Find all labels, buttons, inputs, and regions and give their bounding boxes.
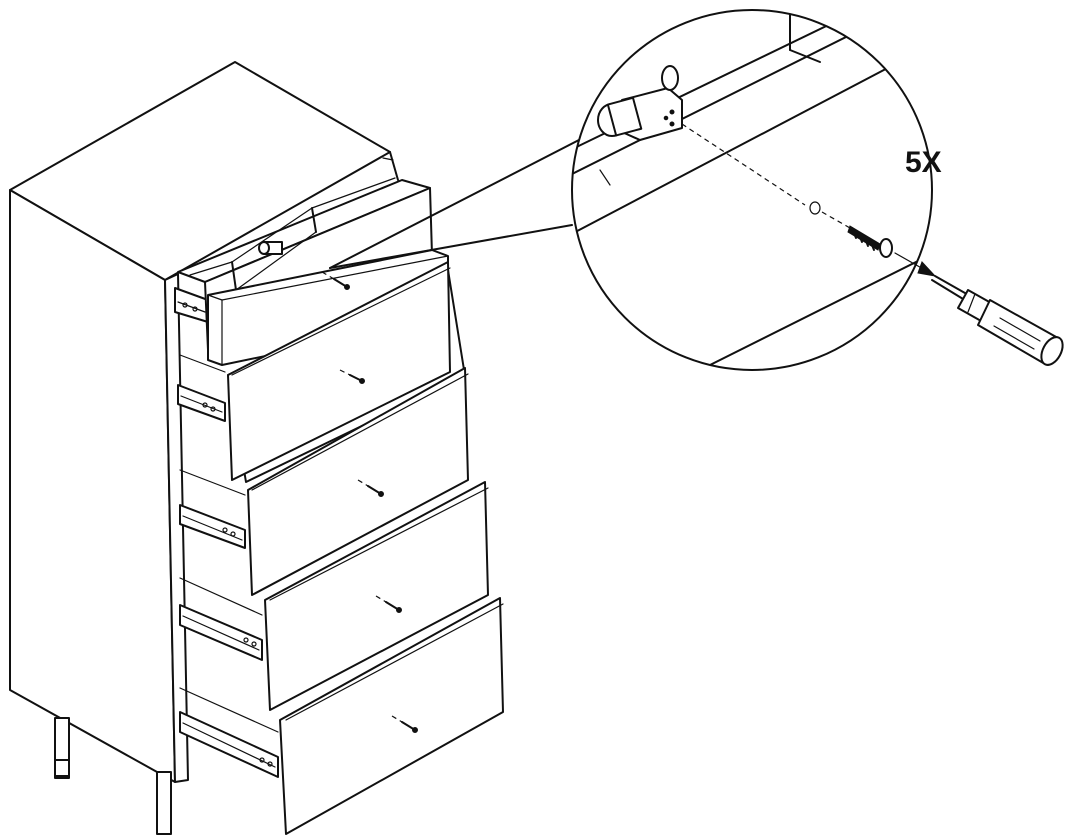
detail-circle [571, 9, 933, 371]
screw-icon [375, 595, 402, 613]
screw-icon [321, 271, 350, 290]
screwdriver-icon [931, 275, 1064, 366]
drawer-slides [174, 287, 279, 778]
screw-icon [391, 715, 418, 733]
washer-icon [809, 201, 821, 215]
screw-icon [847, 225, 893, 258]
leg-front [156, 771, 172, 835]
screw-icon [339, 369, 365, 384]
drawer-knob-icon [258, 241, 283, 255]
cabinet-side-panel [9, 189, 176, 783]
drawer-3 [247, 367, 469, 596]
callout-leader [329, 122, 613, 269]
cabinet [9, 61, 399, 783]
drawer-5 [279, 597, 504, 835]
drawer-1 [177, 177, 449, 366]
drawer-2 [227, 261, 466, 483]
screw-icon [357, 479, 384, 497]
cabinet-legs [54, 717, 172, 835]
drawer-2-front [227, 261, 451, 481]
insert-arrow [894, 252, 937, 277]
cabinet-front-edge [164, 273, 189, 783]
quantity-label: 5X [905, 146, 942, 179]
drawer-knob-icon [597, 65, 806, 206]
drawer-4 [264, 481, 489, 711]
detail-view: 5X [571, 9, 942, 371]
drawer-3-front [247, 367, 469, 596]
drawer-5-front [279, 597, 504, 835]
